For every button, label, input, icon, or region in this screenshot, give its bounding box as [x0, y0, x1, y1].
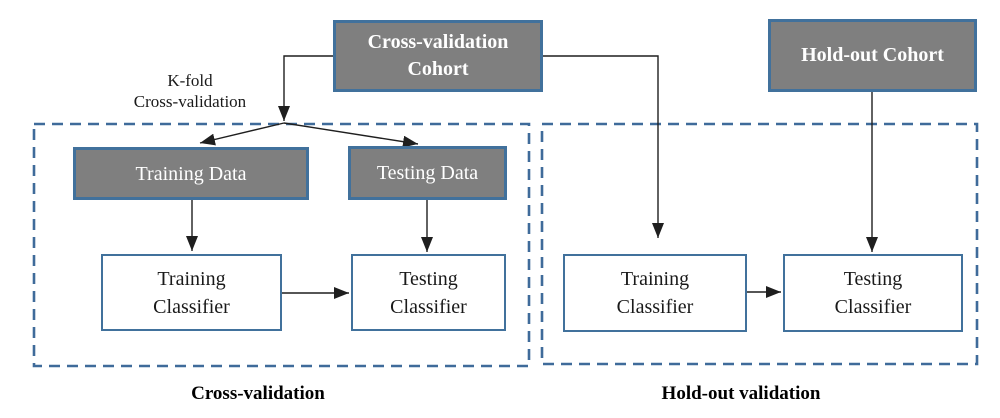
holdout-testing-classifier-box: Testing Classifier: [783, 254, 963, 332]
cross-validation-cohort-box: Cross-validation Cohort: [333, 20, 543, 92]
holdout-panel-border: [540, 122, 979, 366]
cross-validation-cohort-label: Cross-validation Cohort: [367, 31, 509, 80]
cv-panel-border: [32, 122, 531, 368]
cv-training-classifier-box: Training Classifier: [101, 254, 282, 331]
testing-data-label: Testing Data: [376, 162, 479, 184]
holdout-testing-classifier-label: Testing Classifier: [834, 268, 912, 318]
arrow-split-to-training-data: [199, 122, 285, 146]
holdout-panel-caption: Hold-out validation: [661, 383, 821, 404]
kfold-annotation: K-fold Cross-validation: [133, 71, 247, 111]
testing-data-box: Testing Data: [348, 146, 507, 200]
training-data-box: Training Data: [73, 147, 309, 200]
cv-training-classifier-label: Training Classifier: [153, 267, 230, 318]
holdout-training-classifier-box: Training Classifier: [563, 254, 747, 332]
cv-testing-classifier-label: Testing Classifier: [390, 267, 467, 318]
cv-testing-classifier-box: Testing Classifier: [351, 254, 506, 331]
cv-panel-caption: Cross-validation: [191, 383, 325, 404]
hold-out-cohort-label: Hold-out Cohort: [801, 44, 944, 66]
training-data-label: Training Data: [135, 162, 247, 185]
arrow-split-to-testing-data: [283, 122, 419, 148]
holdout-training-classifier-label: Training Classifier: [616, 268, 694, 318]
hold-out-cohort-box: Hold-out Cohort: [768, 19, 977, 92]
arrow-cv-cohort-to-holdout-training-classifier: [543, 55, 664, 238]
arrow-cv-cohort-to-split: [278, 55, 333, 121]
